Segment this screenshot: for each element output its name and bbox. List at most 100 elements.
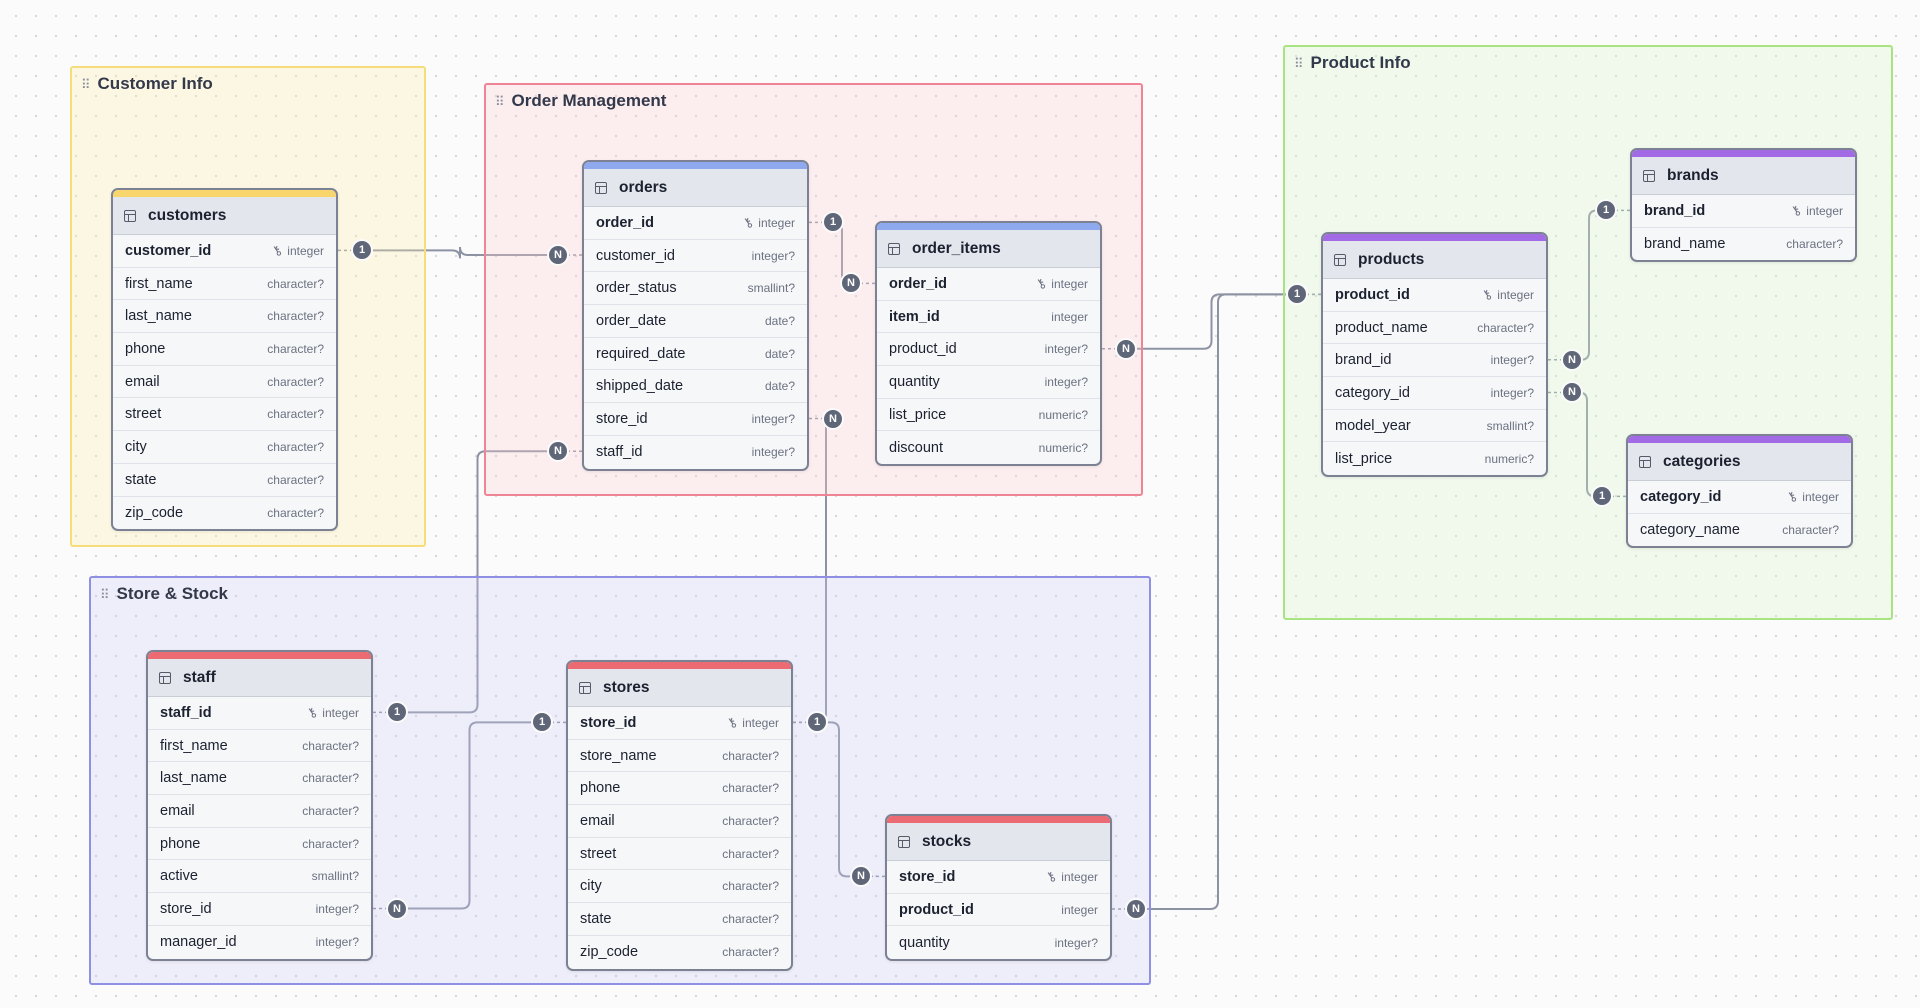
table-header[interactable]: orders	[584, 169, 807, 207]
drag-handle-icon[interactable]: ⠿	[495, 93, 504, 109]
table-header[interactable]: categories	[1628, 443, 1851, 481]
relation-line[interactable]	[1136, 293, 1297, 911]
cardinality-badge-one[interactable]: 1	[1593, 487, 1611, 506]
column-row[interactable]: product_id⚷integer	[1323, 279, 1546, 312]
drag-handle-icon[interactable]: ⠿	[1294, 55, 1303, 71]
column-name: discount	[889, 439, 944, 456]
column-row[interactable]: order_id⚷integer	[877, 268, 1100, 301]
column-row[interactable]: customer_id⚷integer	[113, 235, 336, 268]
cardinality-badge-many[interactable]: N	[549, 246, 567, 265]
cardinality-badge-one[interactable]: 1	[808, 713, 826, 732]
column-name: brand_name	[1644, 236, 1726, 253]
cardinality-badge-one[interactable]: 1	[353, 241, 371, 260]
drag-handle-icon[interactable]: ⠿	[81, 76, 90, 92]
table-header[interactable]: stores	[568, 669, 791, 707]
cardinality-badge-one[interactable]: 1	[824, 213, 842, 232]
cardinality-badge-many[interactable]: N	[852, 867, 870, 886]
cardinality-badge-many[interactable]: N	[1563, 383, 1581, 402]
cardinality-badge-many[interactable]: N	[549, 442, 567, 461]
column-row[interactable]: brand_id⚷integer	[1632, 195, 1855, 228]
cardinality-badge-one[interactable]: 1	[1288, 285, 1306, 304]
column-row[interactable]: category_id⚷integer	[1628, 481, 1851, 514]
column-row[interactable]: store_id⚷integer	[568, 707, 791, 740]
column-name: state	[580, 910, 612, 927]
table-header[interactable]: order_items	[877, 230, 1100, 268]
table-header[interactable]: products	[1323, 241, 1546, 279]
cardinality-badge-one[interactable]: 1	[388, 703, 406, 722]
cardinality-badge-one[interactable]: 1	[1597, 201, 1615, 220]
cardinality-badge-many[interactable]: N	[1117, 339, 1135, 358]
column-row[interactable]: order_id⚷integer	[584, 207, 807, 240]
cardinality-badge-one[interactable]: 1	[533, 713, 551, 732]
cardinality-badge-many[interactable]: N	[824, 409, 842, 428]
cardinality-badge-many[interactable]: N	[842, 274, 860, 293]
table-header[interactable]: stocks	[887, 823, 1110, 861]
drag-handle-icon[interactable]: ⠿	[100, 586, 109, 602]
table-header[interactable]: staff	[148, 659, 371, 697]
cardinality-badge-many[interactable]: N	[388, 899, 406, 918]
column-row[interactable]: staff_id⚷integer	[148, 697, 371, 730]
column-row[interactable]: store_id⚷integer	[887, 861, 1110, 894]
table-header[interactable]: customers	[113, 197, 336, 235]
table-header[interactable]: brands	[1632, 157, 1855, 195]
column-type: ⚷integer	[1032, 274, 1088, 293]
table-name: stores	[603, 678, 650, 696]
cardinality-badge-many[interactable]: N	[1563, 350, 1581, 369]
relation-line[interactable]	[1126, 293, 1297, 350]
cardinality-badge-many[interactable]: N	[1127, 900, 1145, 919]
